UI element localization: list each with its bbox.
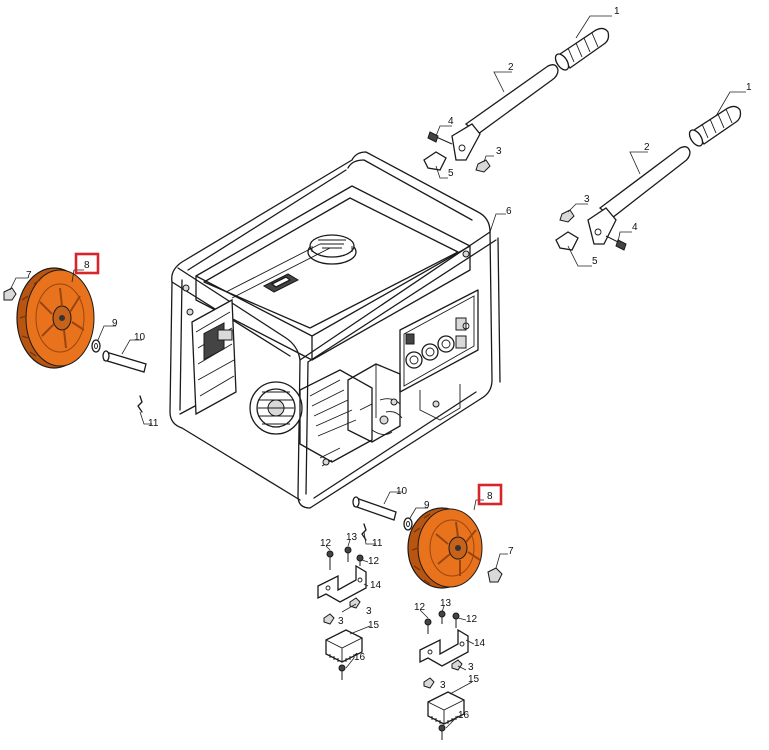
- callout-11-right: 11: [372, 538, 383, 549]
- handle-bar-upper: [451, 64, 559, 161]
- wheel-left: [16, 267, 95, 369]
- callout-3-right: 3: [584, 194, 590, 205]
- callout-9-left: 9: [112, 318, 118, 329]
- fuel-tank: [195, 185, 471, 361]
- callout-12-b1: 12: [414, 602, 426, 613]
- callout-14-a: 14: [370, 580, 382, 591]
- callout-15-a: 15: [368, 620, 380, 631]
- callout-9-right: 9: [424, 500, 430, 511]
- callout-13-b: 13: [440, 598, 452, 609]
- callout-8-left: 8: [84, 260, 90, 271]
- callout-11-left: 11: [148, 418, 159, 429]
- callout-4-right: 4: [632, 222, 638, 233]
- foot-assembly-b: [419, 610, 469, 740]
- axle-10-left: [102, 350, 147, 373]
- callout-5-right: 5: [592, 256, 598, 267]
- highlight-box-8-left: [74, 252, 100, 275]
- callout-3-upper: 3: [496, 146, 502, 157]
- callout-3-b1: 3: [468, 662, 474, 673]
- callout-6: 6: [506, 206, 512, 217]
- bolt-4-upper: [427, 131, 453, 145]
- washer-9-left: [91, 339, 101, 353]
- callout-3-a2: 3: [338, 616, 344, 627]
- control-panel: [399, 289, 479, 421]
- pin-11-left: [137, 395, 143, 413]
- handle-bar-right: [587, 146, 691, 245]
- callout-7-left: 7: [26, 270, 32, 281]
- bolt-4-right: [605, 235, 627, 251]
- wheel-right: [407, 507, 483, 589]
- callout-12-a2: 12: [368, 556, 380, 567]
- callout-5-upper: 5: [448, 168, 454, 179]
- nut-3-right: [559, 209, 575, 223]
- leader-lines: [9, 15, 746, 729]
- handle-grip-upper: [554, 27, 610, 71]
- callout-13-a: 13: [346, 532, 358, 543]
- washer-9-right: [403, 517, 413, 531]
- callout-15-b: 15: [468, 674, 480, 685]
- handle-grip-right: [688, 105, 742, 147]
- callout-2-right: 2: [644, 142, 650, 153]
- highlight-box-8-right: [477, 483, 503, 506]
- callout-12-a1: 12: [320, 538, 332, 549]
- engine: [182, 250, 470, 467]
- callout-7-right: 7: [508, 546, 514, 557]
- callout-10-right: 10: [396, 486, 408, 497]
- callout-4-upper: 4: [448, 116, 454, 127]
- callout-8-right: 8: [487, 491, 493, 502]
- nut-3-upper: [475, 159, 491, 173]
- callout-10-left: 10: [134, 332, 146, 343]
- callout-1-right: 1: [746, 82, 752, 93]
- callout-12-b2: 12: [466, 614, 478, 625]
- nut-7-right: [487, 567, 503, 583]
- callout-2-upper: 2: [508, 62, 514, 73]
- callout-16-b: 16: [458, 710, 470, 721]
- callout-3-b2: 3: [440, 680, 446, 691]
- axle-10-right: [352, 496, 397, 521]
- knob-5-right: [555, 231, 579, 251]
- callout-3-a1: 3: [366, 606, 372, 617]
- foot-assembly-a: [317, 546, 367, 680]
- knob-5-upper: [423, 151, 447, 171]
- callout-16-a: 16: [354, 652, 366, 663]
- callout-labels: 1 1 2 2 4 4 3 3 5 5 6 7 7 8 8 9 9 10 10 …: [26, 6, 752, 721]
- callout-1-upper: 1: [614, 6, 620, 17]
- callout-14-b: 14: [474, 638, 486, 649]
